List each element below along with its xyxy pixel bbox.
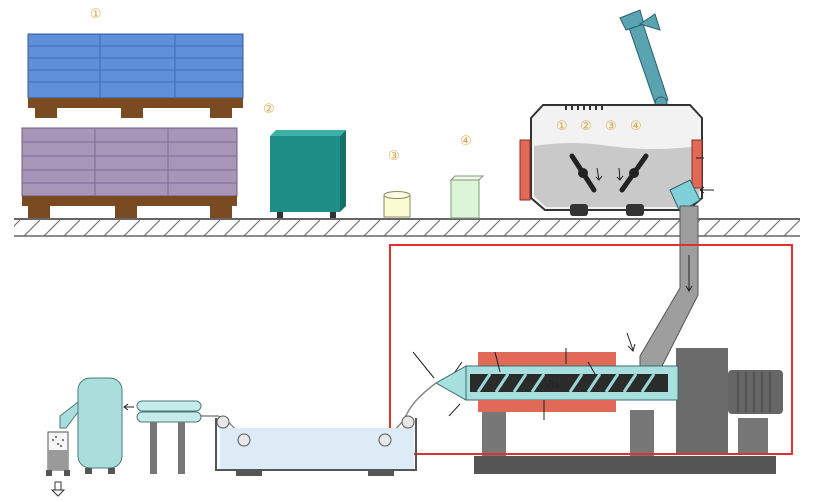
mixer-outlet-valve (669, 179, 701, 213)
extruder-base (474, 456, 776, 474)
ingredient-3-cup: ③ (383, 149, 411, 218)
motor-stand (738, 418, 768, 454)
ingredient-1-number: ① (90, 7, 102, 22)
mixer-lid-arm (619, 9, 669, 110)
mixer-heater-right (691, 139, 703, 189)
mixer-ingredient-2: ② (580, 119, 592, 134)
extruder: Vis (412, 348, 783, 474)
mixer-vent (565, 104, 603, 110)
mixer-ingredient-3: ③ (605, 119, 617, 134)
batch-mixer: ① ② ③ ④ (519, 9, 714, 216)
mixer-foot-left (570, 204, 588, 216)
screw-flights (476, 373, 656, 393)
mixer-ingredient-1: ① (556, 119, 568, 134)
conveyor-belt (14, 218, 800, 237)
barrel-heater-2 (520, 352, 568, 366)
pellet-container (46, 431, 70, 476)
ingredient-3-number: ③ (388, 149, 400, 164)
ingredient-1-purple-pallet-stack (21, 127, 238, 218)
mixer-foot-right (626, 204, 644, 216)
extruder-leg-left (482, 410, 506, 456)
ingredient-4-number: ④ (460, 134, 472, 149)
die-arrows (412, 351, 463, 417)
ingredient-2-teal-container: ② (263, 102, 346, 218)
cooling-water-bath (215, 415, 417, 476)
extruder-leg-right (630, 410, 654, 456)
gearbox (676, 348, 728, 454)
barrel-heater-4 (478, 400, 526, 412)
screw-label: Vis (544, 378, 560, 391)
mixer-blade-left (569, 153, 597, 193)
barrel-heater-3 (568, 352, 616, 366)
ingredient-4-box: ④ (449, 134, 485, 219)
haul-off-rollers (123, 400, 202, 474)
extrusion-die (434, 365, 467, 401)
ingredient-2-number: ② (263, 102, 275, 117)
mixer-blade-right (619, 153, 649, 193)
extruder-highlight-box (389, 244, 793, 455)
barrel-heater-6 (568, 400, 616, 412)
mixer-ingredient-4: ④ (630, 119, 642, 134)
barrel-heater-1 (478, 352, 526, 366)
mixer-heater-left (519, 139, 531, 201)
pellet-silo (59, 377, 123, 474)
ingredient-1-blue-pallet-stack: ① (27, 7, 244, 118)
motor (728, 370, 783, 414)
screw (470, 374, 668, 392)
rotation-arrows (595, 167, 624, 181)
output-arrow-down-icon (50, 481, 66, 497)
